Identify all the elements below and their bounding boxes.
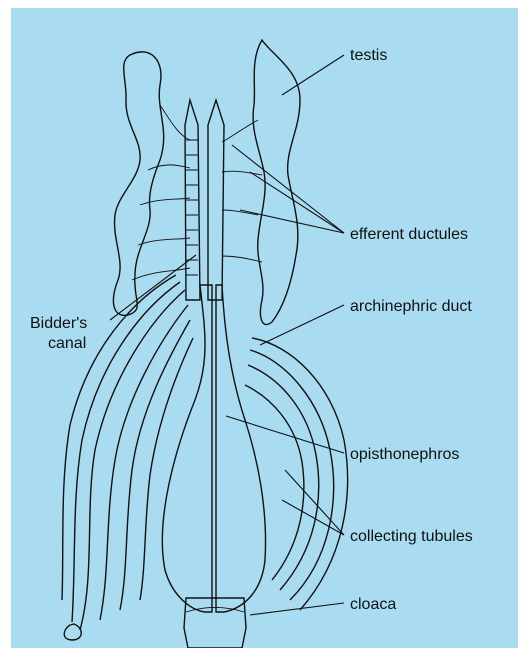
efferent-ductules-lines [132,105,262,280]
label-archinephric-duct: archinephric duct [350,298,472,315]
tubule-end [64,624,81,640]
kidney-columns [185,100,224,300]
label-bidders-canal-line1: Bidder's [30,315,87,332]
label-bidders-canal-line2: canal [48,335,86,352]
cloaca-shape [184,598,246,648]
label-collecting-tubules: collecting tubules [350,528,473,545]
opisthonephros-left [162,285,212,612]
label-testis: testis [350,47,387,64]
anatomy-figure: testis efferent ductules archinephric du… [11,8,518,648]
label-cloaca: cloaca [350,596,396,613]
label-opisthonephros: opisthonephros [350,446,459,463]
opisthonephros-right [216,285,266,612]
collecting-tubules-right [245,338,348,610]
testis-left [113,52,163,315]
label-efferent-ductules: efferent ductules [350,226,468,243]
urogenital-diagram: testis efferent ductules archinephric du… [11,8,518,648]
testis-right [253,40,300,325]
